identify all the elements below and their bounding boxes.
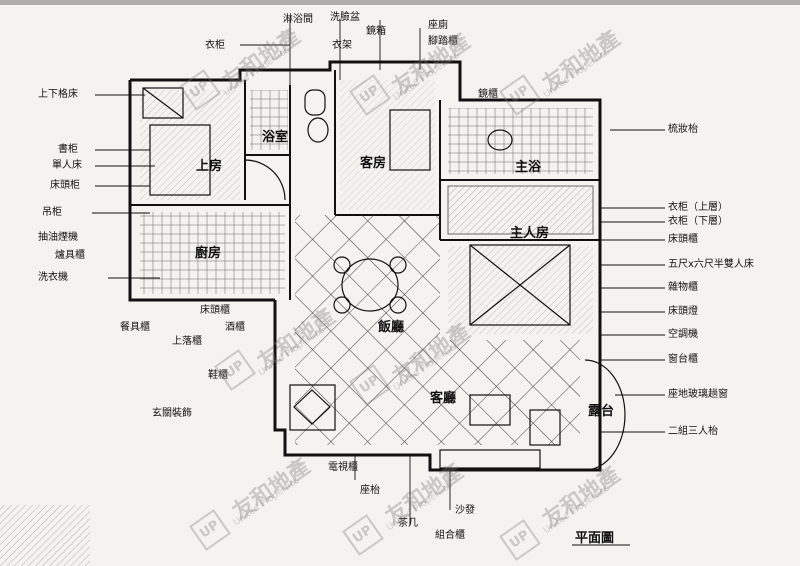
label-wardrobe-top: 衣柜 [205, 40, 225, 51]
sofa-shape [439, 449, 541, 469]
toilet-shape [304, 89, 326, 116]
label-sofa: 沙發 [455, 505, 475, 516]
door-swing-kitchen [244, 159, 286, 201]
label-three-seat-table: 二組三人枱 [668, 426, 718, 437]
leader-lines [92, 20, 665, 525]
room-guest-bedroom: 客房 [360, 156, 387, 171]
label-washing-machine: 洗衣機 [38, 272, 68, 283]
label-bunk-bed: 上下格床 [38, 89, 78, 100]
foyer-feature-shape [289, 384, 336, 431]
label-tableware-cabinet: 餐具櫃 [120, 322, 150, 333]
guest-bed-shape [389, 109, 431, 171]
label-bedside-cabinet: 床頭櫃 [200, 305, 230, 316]
bath-main-floor [250, 90, 288, 150]
outer-walls [128, 60, 602, 472]
label-wardrobe-upper: 衣柜（上層） [668, 202, 728, 213]
label-storage-cabinet: 雜物櫃 [668, 282, 698, 293]
furniture [142, 87, 626, 471]
room-bath-main: 浴室 [262, 130, 289, 145]
bunk-bed-shape [142, 87, 184, 119]
label-combination-cabinet: 組合櫃 [435, 530, 465, 541]
label-range-hood: 抽油煙機 [38, 232, 78, 243]
label-coat-rack: 衣架 [332, 40, 352, 51]
label-window-cabinet: 窗台櫃 [668, 354, 698, 365]
label-mirror-box: 鏡箱 [366, 26, 386, 37]
label-air-conditioner: 空調機 [668, 329, 698, 340]
label-foyer-decor: 玄關裝飾 [152, 408, 192, 419]
label-toilet: 座廁 [428, 20, 448, 31]
dining-table-shape [341, 258, 399, 312]
label-footrest-cabinet: 腳踏櫃 [428, 36, 458, 47]
label-wall-cabinet: 吊柜 [42, 207, 62, 218]
kitchen-floor [140, 212, 285, 294]
label-wardrobe-lower: 衣柜（下層） [668, 216, 728, 227]
label-bedside-cabinet-right: 床頭櫃 [668, 234, 698, 245]
label-shower: 淋浴間 [283, 14, 313, 25]
room-dining: 飯廳 [378, 320, 405, 335]
label-bookcase: 書柜 [58, 144, 78, 155]
label-bedside-lamp: 床頭燈 [668, 306, 698, 317]
label-dressing-table: 梳妝枱 [668, 124, 698, 135]
basin-shape [307, 117, 329, 143]
label-upper-cabinet: 上落櫃 [172, 336, 202, 347]
label-wash-basin: 洗臉盆 [330, 12, 360, 23]
label-stove-cabinet: 爐具櫃 [55, 250, 85, 261]
master-bed-shape [469, 244, 571, 326]
living-dining-floor [295, 215, 580, 445]
label-shoe-cabinet: 鞋櫃 [208, 370, 228, 381]
label-wine-cabinet: 酒櫃 [225, 322, 245, 333]
bath-master-floor [448, 108, 593, 174]
label-glass-sliding-window: 座地玻璃趟窗 [668, 389, 728, 400]
balcony-curve [584, 359, 626, 471]
label-bedside-table-left: 床頭柜 [50, 180, 80, 191]
wardrobe-shape [447, 185, 594, 235]
room-kitchen: 廚房 [195, 246, 222, 261]
room-balcony: 露台 [588, 404, 615, 419]
bottom-left-noise [0, 505, 90, 566]
room-living: 客廳 [430, 391, 457, 406]
top-edge-noise [0, 0, 800, 5]
bedroom-upper-floor [140, 90, 240, 200]
master-bedroom-floor [448, 246, 593, 334]
label-tv-cabinet: 電視櫃 [328, 462, 358, 473]
room-master-bedroom: 主人房 [510, 226, 550, 241]
room-bedroom-upper: 上房 [196, 159, 223, 174]
room-bath-master: 主浴 [515, 160, 542, 175]
plan-title: 平面圖 [575, 531, 615, 546]
label-double-bed: 五尺x六尺半雙人床 [668, 259, 754, 270]
label-coffee-table: 茶几 [398, 518, 418, 529]
single-bed-shape [149, 124, 211, 196]
guest-bedroom-floor [340, 80, 435, 210]
coffee-table-shape [469, 394, 511, 426]
label-desk: 座枱 [360, 485, 380, 496]
armchair-shape [529, 409, 561, 446]
label-mirror-cabinet: 鏡櫃 [478, 89, 498, 100]
label-single-bed: 單人床 [52, 160, 82, 171]
